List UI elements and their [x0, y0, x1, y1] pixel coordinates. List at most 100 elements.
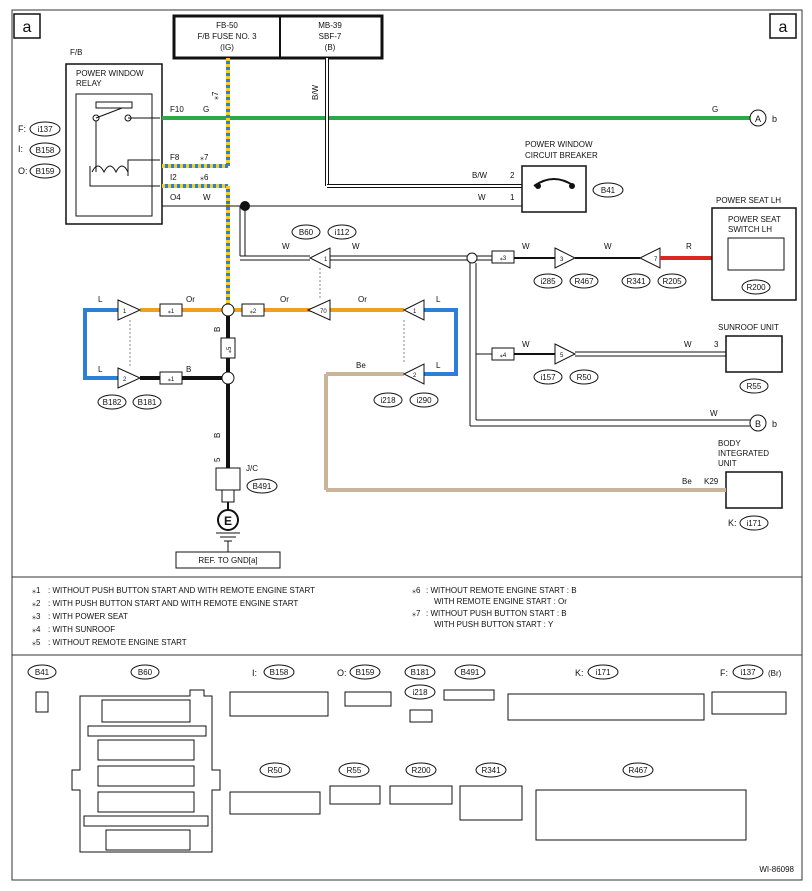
- svg-text:B41: B41: [601, 186, 616, 195]
- figure-id: WI-86098: [759, 865, 794, 874]
- svg-text:2: 2: [413, 373, 417, 379]
- svg-text:⁎1: ⁎1: [168, 377, 175, 383]
- svg-text:⁎1: ⁎1: [168, 309, 175, 315]
- notes-right: ⁎6 : WITHOUT REMOTE ENGINE START : B WITH…: [412, 586, 577, 629]
- wire-blue-l-right: [424, 308, 458, 376]
- svg-text:I2: I2: [170, 173, 177, 182]
- svg-text:O:: O:: [18, 166, 28, 176]
- svg-text:70: 70: [320, 309, 327, 315]
- svg-text:B: B: [213, 327, 222, 332]
- svg-text:K29: K29: [704, 477, 719, 486]
- power-seat-switch: [727, 237, 785, 271]
- svg-text:L: L: [436, 361, 441, 370]
- svg-text:R205: R205: [662, 277, 682, 286]
- svg-text:BODY: BODY: [718, 439, 741, 448]
- svg-text:R341: R341: [481, 766, 501, 775]
- svg-text:⁎2: ⁎2: [250, 309, 257, 315]
- sbf-name: MB-39: [318, 21, 342, 30]
- ref-gnd-box: [175, 551, 281, 569]
- svg-text:1: 1: [510, 193, 515, 202]
- svg-text:SWITCH LH: SWITCH LH: [728, 225, 772, 234]
- svg-text:UNIT: UNIT: [718, 459, 737, 468]
- svg-text:i285: i285: [540, 277, 556, 286]
- svg-text:1: 1: [324, 257, 328, 263]
- sbf-line1: SBF-7: [319, 32, 342, 41]
- svg-text:3: 3: [714, 340, 719, 349]
- svg-text:Or: Or: [280, 295, 289, 304]
- svg-text:G: G: [712, 105, 718, 114]
- svg-text:⁎6: ⁎6: [412, 586, 421, 595]
- corner-box-right: [769, 13, 797, 39]
- svg-text:: WITH PUSH BUTTON START AND W: : WITH PUSH BUTTON START AND WITH REMOTE…: [48, 599, 298, 608]
- svg-text:1: 1: [413, 309, 417, 315]
- svg-text:K:: K:: [728, 518, 737, 528]
- svg-text:⁎7: ⁎7: [200, 153, 209, 162]
- svg-text:i171: i171: [595, 668, 611, 677]
- svg-text:I:: I:: [18, 144, 23, 154]
- svg-text:i157: i157: [540, 373, 556, 382]
- connector-i285: [554, 247, 577, 269]
- relay-title-2: RELAY: [76, 79, 102, 88]
- connector-i218-1: [402, 299, 425, 321]
- svg-text:L: L: [98, 295, 103, 304]
- svg-text:B181: B181: [138, 398, 157, 407]
- marker-b: [749, 414, 767, 432]
- svg-text:W: W: [203, 193, 211, 202]
- svg-text:⁎2: ⁎2: [32, 599, 41, 608]
- svg-text:A: A: [755, 114, 761, 124]
- svg-text:B491: B491: [461, 668, 480, 677]
- svg-text:b: b: [772, 419, 777, 429]
- fuse-line1: F/B FUSE NO. 3: [197, 32, 257, 41]
- svg-text:POWER SEAT LH: POWER SEAT LH: [716, 196, 781, 205]
- svg-text:F:: F:: [18, 124, 26, 134]
- svg-text:W: W: [282, 242, 290, 251]
- svg-text:O4: O4: [170, 193, 181, 202]
- svg-text:B/W: B/W: [311, 84, 320, 100]
- relay-inner-box: [75, 93, 153, 217]
- svg-text:K:: K:: [575, 668, 584, 678]
- svg-text:i218: i218: [412, 688, 428, 697]
- svg-text:i171: i171: [746, 519, 762, 528]
- relay-contact: [95, 101, 133, 109]
- svg-text:⁎7: ⁎7: [211, 91, 220, 100]
- svg-text:L: L: [98, 365, 103, 374]
- svg-text:R50: R50: [268, 766, 283, 775]
- fuse-name: FB-50: [216, 21, 238, 30]
- svg-text:O:: O:: [337, 668, 347, 678]
- svg-text:B158: B158: [36, 146, 55, 155]
- svg-text:⁎3: ⁎3: [32, 612, 41, 621]
- joint-connector: [215, 467, 241, 491]
- svg-text:B159: B159: [36, 167, 55, 176]
- ground-icon: [217, 509, 239, 531]
- svg-text:B158: B158: [270, 668, 289, 677]
- svg-text:B159: B159: [356, 668, 375, 677]
- svg-text:W: W: [710, 409, 718, 418]
- svg-text:⁎4: ⁎4: [500, 353, 507, 359]
- svg-text:F10: F10: [170, 105, 184, 114]
- svg-text:B60: B60: [138, 668, 153, 677]
- svg-text:R200: R200: [411, 766, 431, 775]
- svg-text:R: R: [686, 242, 692, 251]
- relay-title-1: POWER WINDOW: [76, 69, 144, 78]
- svg-text:W: W: [684, 340, 692, 349]
- body-integrated-unit-box: [725, 471, 783, 509]
- svg-text:WITH PUSH BUTTON START : Y: WITH PUSH BUTTON START : Y: [434, 620, 554, 629]
- svg-text:: WITHOUT REMOTE ENGINE START: : WITHOUT REMOTE ENGINE START : B: [426, 586, 577, 595]
- svg-text:B: B: [755, 419, 761, 429]
- svg-text:7: 7: [654, 257, 658, 263]
- svg-text:W: W: [478, 193, 486, 202]
- svg-text:B: B: [213, 433, 222, 438]
- svg-text:L: L: [436, 295, 441, 304]
- svg-text:b: b: [772, 114, 777, 124]
- svg-text:B60: B60: [299, 228, 314, 237]
- svg-text:Or: Or: [358, 295, 367, 304]
- svg-text:R341: R341: [626, 277, 646, 286]
- sbf-line2: (B): [325, 43, 336, 52]
- svg-text:REF. TO GND[a]: REF. TO GND[a]: [198, 556, 257, 565]
- svg-text:⁎6: ⁎6: [200, 173, 209, 182]
- svg-text:G: G: [203, 105, 209, 114]
- wire-blue-l-left: [83, 308, 118, 380]
- svg-text:B181: B181: [411, 668, 430, 677]
